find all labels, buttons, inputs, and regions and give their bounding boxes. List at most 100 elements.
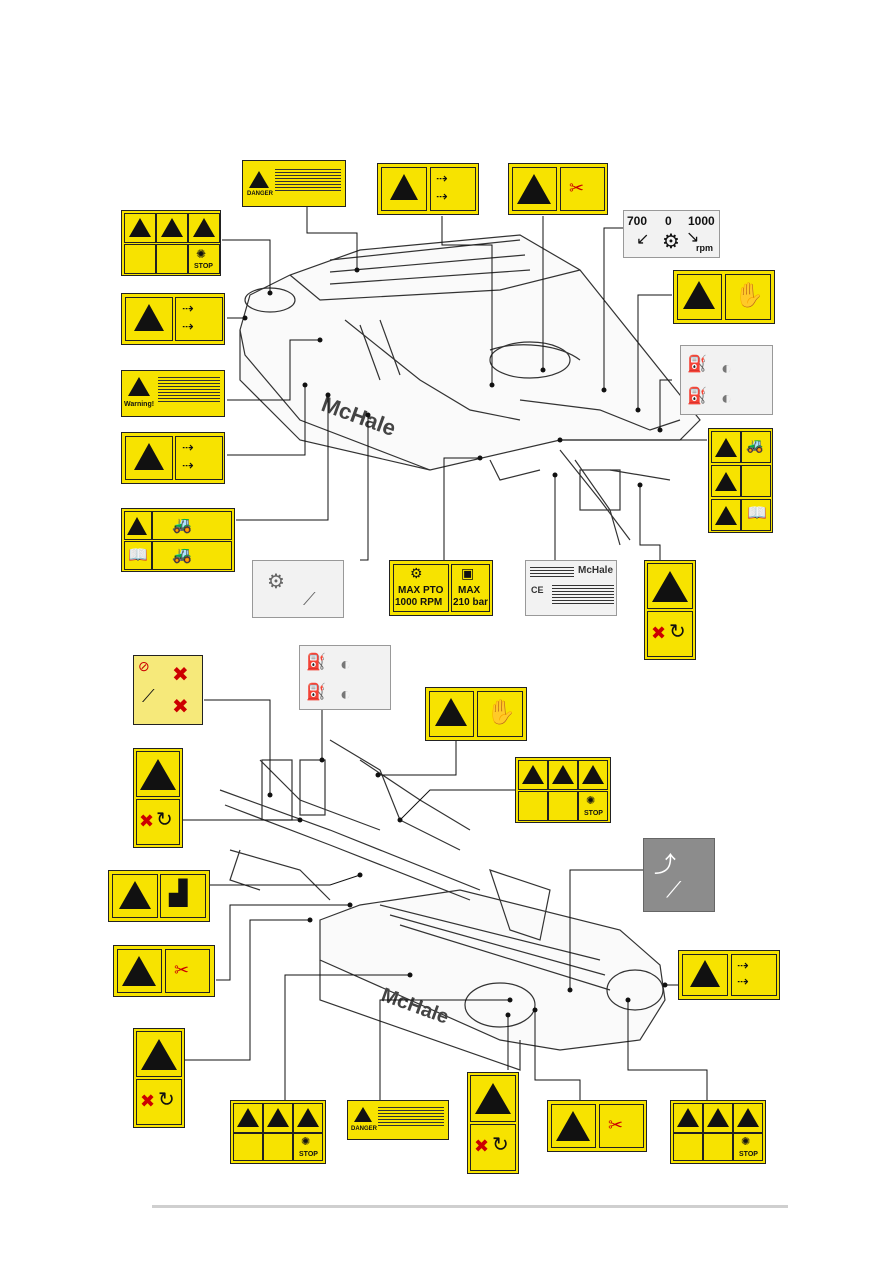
rotating-blade-decal: ✖ ↻ (467, 1072, 519, 1174)
linkage-diagram-icon: ⚙ (267, 571, 285, 593)
crush-hazard-decal: ▟ (108, 870, 210, 922)
blade-rotor-icon: ✺ (741, 1136, 751, 1148)
warning-triangle-icon (652, 571, 688, 602)
danger-label: DANGER (351, 1126, 378, 1132)
warning-triangle-icon (127, 517, 147, 535)
mower-head-icon: ◐ (340, 684, 351, 704)
warning-triangle-icon (517, 174, 551, 204)
no-lifting-decal: ⊘ ✖ ✖ ⟋ (133, 655, 203, 725)
mower-blade-icon: ✂ (569, 178, 585, 198)
rotating-blade-decal: ✖ ↻ (133, 748, 183, 848)
manual-book-icon: 📖 (747, 505, 767, 522)
rotation-icon: ↻ (669, 621, 686, 643)
mower-blade-icon: ✂ (608, 1115, 624, 1135)
warning-read-manual-decal: ⇢ ⇢ (121, 293, 225, 345)
warning-stack-decal: 🚜 📖 (708, 428, 773, 533)
warning-triangle-icon (119, 881, 151, 909)
crush-hazard-decal: ✂ (547, 1100, 647, 1152)
warning-triangle-icon (129, 218, 151, 237)
warning-triangle-icon (715, 506, 737, 525)
warning-label: Warning! (124, 401, 155, 408)
max-label: MAX (458, 585, 481, 596)
no-hands-icon: ✖ (651, 623, 667, 643)
footer-divider (152, 1205, 788, 1208)
crush-hazard-decal: ✂ (113, 945, 215, 997)
rotating-blades-decal: ✺ STOP (121, 210, 221, 276)
warning-triangle-icon (128, 377, 150, 396)
warning-triangle-icon (677, 1108, 699, 1127)
stop-label: STOP (194, 263, 213, 270)
manual-check-icon: ⇢ (182, 457, 194, 473)
tractor-icon: 🚜 (172, 517, 192, 534)
rotation-icon: ↻ (156, 809, 173, 831)
warning-triangle-icon (552, 765, 574, 784)
lubrication-decal: ⛽ ⛽ ◐ ◐ (299, 645, 391, 710)
arrow-left-icon: ↙ (636, 231, 650, 248)
warning-triangle-icon (683, 281, 715, 309)
warning-triangle-icon (690, 960, 720, 987)
manual-check-icon: ⇢ (436, 188, 448, 204)
warning-triangle-icon (390, 174, 418, 200)
blade-rotor-icon: ✺ (196, 247, 207, 261)
serial-plate-decal: McHale CE (525, 560, 617, 616)
tractor-icon: 🚜 (746, 437, 764, 453)
pto-shaft-icon: ⚙ (662, 231, 680, 253)
warning-triangle-icon (582, 765, 604, 784)
manual-icon: ⇢ (182, 439, 194, 455)
manual-icon: ⇢ (737, 957, 749, 973)
warning-triangle-icon (141, 1039, 177, 1070)
warning-triangle-icon (556, 1111, 590, 1141)
rotation-icon: ↻ (492, 1134, 509, 1156)
mower-blade-icon: ✂ (174, 960, 190, 980)
lift-position-decal: ⤴ ⟋ (643, 838, 715, 912)
max-bar-label: 210 bar (453, 597, 489, 608)
warning-triangle-icon (737, 1108, 759, 1127)
grease-gun-icon: ⛽ (687, 388, 707, 405)
foot-crush-icon: ▟ (169, 880, 188, 907)
warning-triangle-icon (707, 1108, 729, 1127)
rotating-blades-decal: ✺ STOP (670, 1100, 766, 1164)
warning-triangle-icon (140, 759, 176, 790)
grease-gun-icon: ⛽ (306, 654, 326, 671)
warning-triangle-icon (193, 218, 215, 237)
transport-decal: 📖 🚜 🚜 (121, 508, 235, 572)
no-hands-icon: ✖ (474, 1136, 490, 1156)
rotating-blade-decal: ✖ ↻ (644, 560, 696, 660)
warning-triangle-icon (715, 472, 737, 491)
warning-triangle-icon (297, 1108, 319, 1127)
warning-triangle-icon (134, 304, 164, 331)
warning-read-manual-decal: ⇢ ⇢ (377, 163, 479, 215)
grease-gun-icon: ⛽ (306, 684, 326, 701)
warning-triangle-icon (249, 171, 269, 188)
blade-rotor-icon: ✺ (586, 795, 596, 807)
lift-arrow-icon: ⤴ (654, 852, 677, 877)
pto-shaft-icon: ⚙ (410, 565, 423, 581)
prohibited-icon: ⊘ (138, 658, 150, 674)
stop-label: STOP (584, 810, 603, 817)
stop-label: STOP (739, 1151, 758, 1158)
rotation-icon: ↻ (158, 1089, 175, 1111)
warning-triangle-icon (134, 443, 164, 470)
rpm-1000-label: 1000 (688, 214, 715, 228)
manual-check-icon: ⇢ (182, 318, 194, 334)
rotating-blades-decal: ✺ STOP (515, 757, 611, 823)
rpm-0-label: 0 (665, 214, 672, 228)
danger-text-decal: DANGER (347, 1100, 449, 1140)
no-hands-icon: ✖ (140, 1091, 156, 1111)
manual-icon: ⇢ (436, 170, 448, 186)
warning-read-manual-decal: ⇢ ⇢ (121, 432, 225, 484)
ce-mark: CE (531, 585, 544, 595)
prohibited-icon: ✖ (172, 664, 189, 686)
warning-triangle-icon (161, 218, 183, 237)
manual-book-icon: 📖 (128, 547, 148, 564)
warning-triangle-icon (237, 1108, 259, 1127)
hand-crush-decal: ✋ (673, 270, 775, 324)
hand-crush-icon: ✋ (734, 282, 764, 309)
rpm-unit-label: rpm (696, 243, 714, 253)
mower-head-icon: ◐ (340, 654, 351, 674)
warning-triangle-icon (267, 1108, 289, 1127)
tractor-icon: 🚜 (172, 547, 192, 564)
rpm-700-label: 700 (627, 214, 648, 228)
warning-triangle-icon (122, 956, 156, 986)
